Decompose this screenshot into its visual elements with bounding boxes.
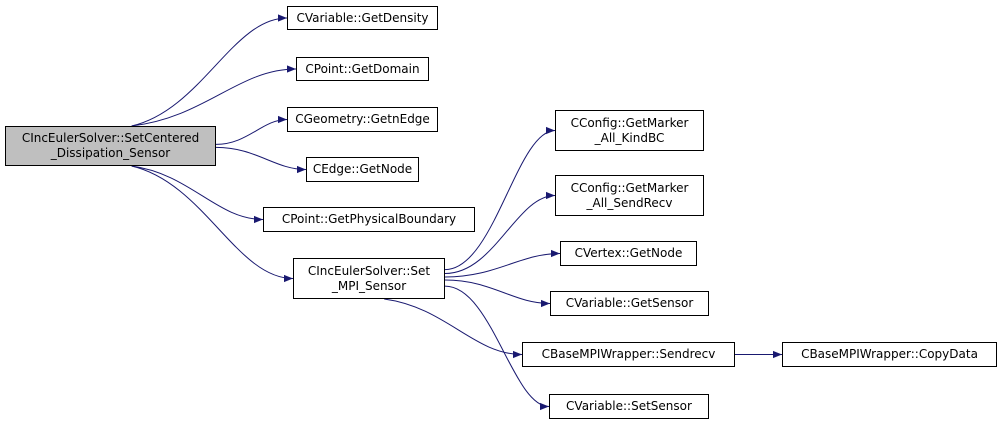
node-label-line1: CConfig::GetMarker <box>570 180 689 195</box>
node-set-mpi-sensor[interactable]: CIncEulerSolver::Set _MPI_Sensor <box>293 258 445 299</box>
edge-set_mpi_sensor-to-get_sensor <box>444 279 551 308</box>
node-get-marker-sendrecv[interactable]: CConfig::GetMarker _All_SendRecv <box>555 175 704 216</box>
node-getn-edge[interactable]: CGeometry::GetnEdge <box>287 107 438 132</box>
node-label: CVertex::GetNode <box>574 246 683 260</box>
node-label-line2: _All_KindBC <box>594 130 665 145</box>
node-copy-data[interactable]: CBaseMPIWrapper::CopyData <box>782 342 997 367</box>
edge-root-to-get_density <box>131 14 288 127</box>
edge-root-to-get_physical_boundary <box>131 165 264 224</box>
edge-set_mpi_sensor-to-vertex_get_node <box>444 249 561 278</box>
node-get-physical-boundary[interactable]: CPoint::GetPhysicalBoundary <box>263 207 475 232</box>
node-get-marker-kindbc[interactable]: CConfig::GetMarker _All_KindBC <box>555 110 704 151</box>
edge-root-to-getn_edge <box>215 115 288 145</box>
node-get-sensor[interactable]: CVariable::GetSensor <box>550 291 709 316</box>
edge-set_mpi_sensor-to-get_marker_sendrecv <box>444 191 556 275</box>
node-label-line2: _All_SendRecv <box>586 195 673 210</box>
node-label: CBaseMPIWrapper::Sendrecv <box>541 347 716 361</box>
node-label-line1: CConfig::GetMarker <box>570 115 689 130</box>
node-edge-get-node[interactable]: CEdge::GetNode <box>306 157 419 182</box>
node-label: CVariable::GetSensor <box>565 296 694 310</box>
node-label: CPoint::GetDomain <box>305 61 420 76</box>
node-label: CBaseMPIWrapper::CopyData <box>801 347 978 361</box>
node-get-density[interactable]: CVariable::GetDensity <box>287 6 438 30</box>
node-root[interactable]: CIncEulerSolver::SetCentered _Dissipatio… <box>5 126 216 166</box>
node-label-line1: CIncEulerSolver::Set <box>307 263 431 278</box>
node-vertex-get-node[interactable]: CVertex::GetNode <box>560 241 697 266</box>
node-sendrecv[interactable]: CBaseMPIWrapper::Sendrecv <box>522 342 735 367</box>
node-label: CVariable::SetSensor <box>566 399 692 413</box>
node-label: CPoint::GetPhysicalBoundary <box>281 212 457 226</box>
edge-set_mpi_sensor-to-get_marker_kindbc <box>444 126 556 271</box>
edge-root-to-get_domain <box>131 65 297 127</box>
node-set-sensor[interactable]: CVariable::SetSensor <box>549 394 709 419</box>
node-get-domain[interactable]: CPoint::GetDomain <box>296 57 429 81</box>
edge-root-to-edge_get_node <box>215 146 307 174</box>
node-label-line2: _MPI_Sensor <box>331 278 407 293</box>
edge-set_mpi_sensor-to-set_sensor <box>444 285 550 411</box>
node-label: CGeometry::GetnEdge <box>295 112 430 126</box>
node-label: CEdge::GetNode <box>312 162 413 176</box>
edge-root-to-set_mpi_sensor <box>131 165 294 283</box>
node-label-line1: CIncEulerSolver::SetCentered <box>21 131 200 145</box>
node-label-line2: _Dissipation_Sensor <box>50 146 171 160</box>
node-label: CVariable::GetDensity <box>296 10 429 25</box>
edge-set_mpi_sensor-to-sendrecv <box>384 298 523 359</box>
